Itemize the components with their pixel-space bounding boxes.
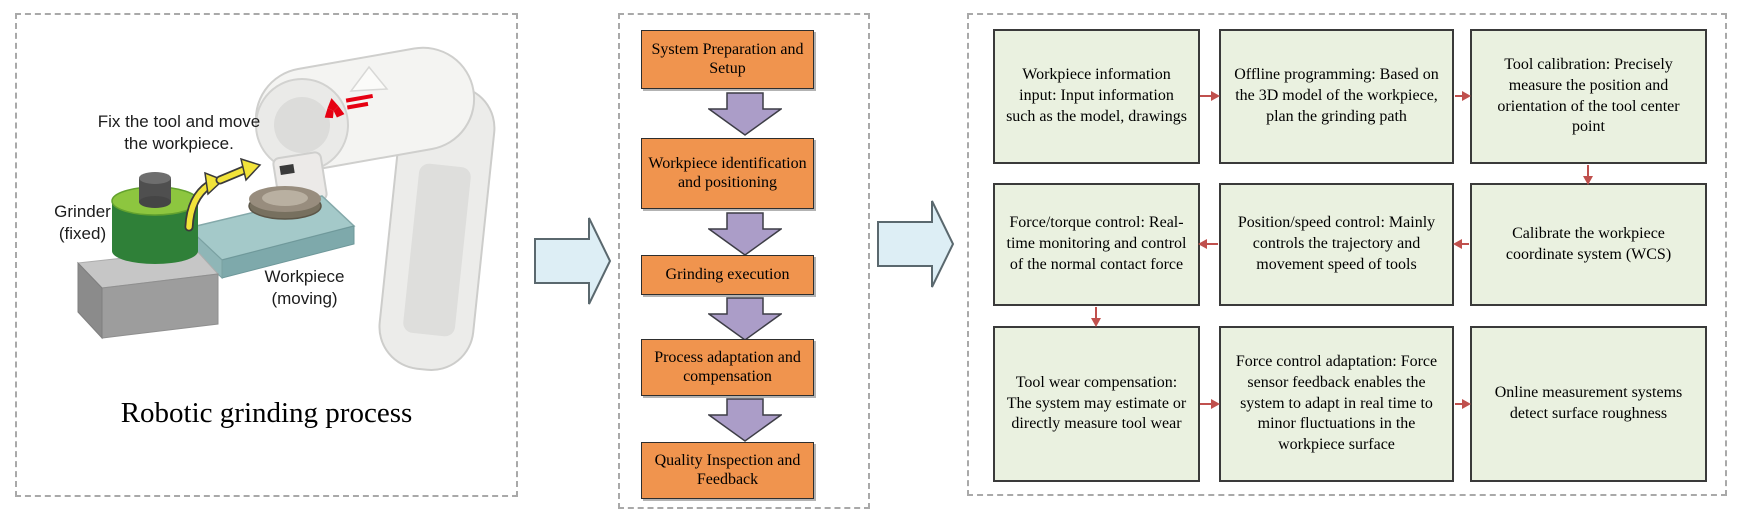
mitsubishi-logo-icon — [324, 93, 374, 119]
figure-caption: Robotic grinding process — [120, 397, 413, 429]
red-arrow-left-icon — [1198, 239, 1218, 249]
robot-arm-illustration — [76, 46, 496, 371]
red-arrow-right-icon — [1455, 91, 1471, 101]
process-flow-panel: System Preparation and Setup Workpiece i… — [618, 13, 870, 509]
flow-step-system-preparation: System Preparation and Setup — [641, 30, 814, 89]
robot-photo-panel: Fix the tool and move the workpiece. Gri… — [15, 13, 518, 497]
flow-step-quality-inspection: Quality Inspection and Feedback — [641, 442, 814, 499]
label-grinder-fixed: Grinder (fixed) — [54, 202, 111, 244]
detail-box-tool-wear-compensation: Tool wear compensation: The system may e… — [993, 326, 1200, 482]
detail-box-position-speed-control: Position/speed control: Mainly controls … — [1219, 183, 1454, 306]
red-arrow-right-icon — [1200, 399, 1220, 409]
detail-box-force-torque-control: Force/torque control: Real-time monitori… — [993, 183, 1200, 306]
detail-box-offline-programming: Offline programming: Based on the 3D mod… — [1219, 29, 1454, 164]
red-arrow-left-icon — [1453, 239, 1469, 249]
down-arrow-icon — [708, 297, 782, 341]
label-fix-tool: Fix the tool and move the workpiece. — [97, 112, 261, 154]
blue-right-arrow-icon — [877, 200, 955, 288]
down-arrow-icon — [708, 92, 782, 136]
detail-box-online-measurement: Online measurement systems detect surfac… — [1470, 326, 1707, 482]
down-arrow-icon — [708, 212, 782, 256]
red-arrow-right-icon — [1455, 399, 1471, 409]
detail-steps-panel: Workpiece information input: Input infor… — [967, 13, 1727, 496]
flow-step-workpiece-identification: Workpiece identification and positioning — [641, 138, 814, 209]
red-arrow-down-icon — [1583, 165, 1593, 185]
detail-box-force-control-adaptation: Force control adaptation: Force sensor f… — [1219, 326, 1454, 482]
flow-step-process-adaptation: Process adaptation and compensation — [641, 339, 814, 396]
flow-step-grinding-execution: Grinding execution — [641, 255, 814, 295]
grinding-disc-icon — [248, 186, 322, 220]
detail-box-workpiece-information: Workpiece information input: Input infor… — [993, 29, 1200, 164]
blue-right-arrow-icon — [534, 217, 612, 305]
robot-arm-icon — [254, 46, 496, 371]
detail-box-calibrate-wcs: Calibrate the workpiece coordinate syste… — [1470, 183, 1707, 306]
down-arrow-icon — [708, 398, 782, 442]
detail-box-tool-calibration: Tool calibration: Precisely measure the … — [1470, 29, 1707, 164]
motion-arrow-icons — [184, 157, 262, 232]
label-workpiece-moving: Workpiece (moving) — [264, 267, 345, 309]
red-arrow-down-icon — [1091, 307, 1101, 327]
red-arrow-right-icon — [1200, 91, 1220, 101]
